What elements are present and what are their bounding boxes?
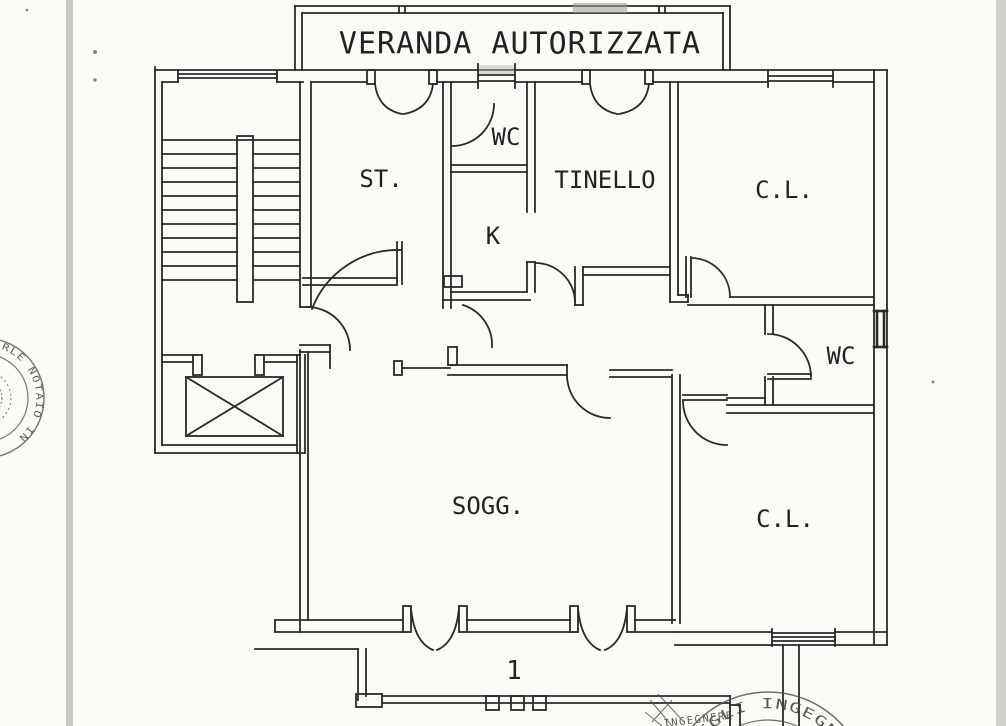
- room-kitchen-walls: [442, 261, 576, 348]
- room-label-cl-bottom: C.L.: [756, 505, 814, 533]
- veranda-title: VERANDA AUTORIZZATA: [338, 26, 702, 62]
- room-label-wc-top: WC: [491, 123, 521, 151]
- room-label-wc-right: WC: [826, 342, 856, 370]
- outer-right-wall: [872, 69, 889, 646]
- kitchen-door-arc: [534, 262, 576, 303]
- elevator-cabin: [184, 375, 285, 438]
- room-sogg-walls: [274, 349, 676, 652]
- svg-text:EGLI INGEGNE: EGLI INGEGNE: [0, 0, 840, 726]
- svg-text:ARLE NOTAIO IN: ARLE NOTAIO IN: [0, 339, 44, 444]
- balcony-post: [355, 693, 383, 708]
- stair-treads: [161, 153, 301, 281]
- french-door-sogg-left: [402, 605, 468, 652]
- top-window-wc: [477, 63, 516, 89]
- room-label-kitchen: K: [485, 222, 501, 250]
- room-cl-top-walls: [685, 256, 875, 306]
- balcony-number-label: 1: [506, 656, 522, 686]
- stair-landing-window: [177, 69, 278, 83]
- veranda-window-sill: [573, 3, 627, 13]
- room-label-cl-top: C.L.: [755, 176, 813, 204]
- top-window-cl: [767, 69, 834, 88]
- room-cl-bottom-walls: [671, 374, 728, 624]
- main-top-wall: [154, 63, 888, 116]
- engineer-seal-stamp: EGLI INGEGNE INGEGNERE: [0, 0, 845, 726]
- room-label-st: ST.: [359, 165, 403, 193]
- bottom-wall-right: [674, 628, 888, 647]
- hallway-walls: [299, 306, 673, 419]
- notary-seal-arc-text: ARLE NOTAIO IN: [0, 339, 43, 444]
- room-tinello-walls: [574, 81, 689, 306]
- room-label-sogg: SOGG.: [451, 492, 525, 520]
- room-st-walls: [302, 81, 463, 311]
- notary-seal-stamp: ARLE NOTAIO IN: [0, 339, 45, 457]
- scan-specks: [25, 8, 935, 384]
- french-door-st-veranda: [366, 69, 438, 116]
- room-wc-right-walls: [726, 304, 875, 414]
- scan-fold-band-left: [66, 0, 73, 726]
- wc-right-door-arc: [767, 333, 812, 380]
- cl-bottom-window: [771, 628, 836, 647]
- st-door-arc: [310, 241, 403, 311]
- stair-stringer: [236, 135, 254, 303]
- wc-top-door-arc: [451, 103, 495, 147]
- elevator-shaft: [154, 354, 306, 454]
- engineer-seal-arc-text: EGLI INGEGNE: [0, 0, 840, 726]
- wc-right-window: [872, 309, 889, 349]
- hall-door-arc: [461, 303, 493, 348]
- french-door-sogg-right: [569, 605, 636, 652]
- entrance-door-arc: [306, 306, 351, 351]
- engineer-seal-hatch: [644, 693, 685, 726]
- veranda-walls: [294, 3, 731, 71]
- french-door-tinello-veranda: [581, 69, 654, 116]
- staircase: [154, 66, 312, 454]
- scan-edge-band-right: [996, 0, 1006, 726]
- sogg-door-arc: [566, 374, 611, 419]
- balcony: [254, 644, 800, 726]
- cl-top-door-arc: [685, 256, 731, 298]
- room-wc-top-walls: [450, 81, 536, 213]
- cl-bottom-door-arc: [682, 394, 728, 446]
- room-label-tinello: TINELLO: [554, 166, 656, 194]
